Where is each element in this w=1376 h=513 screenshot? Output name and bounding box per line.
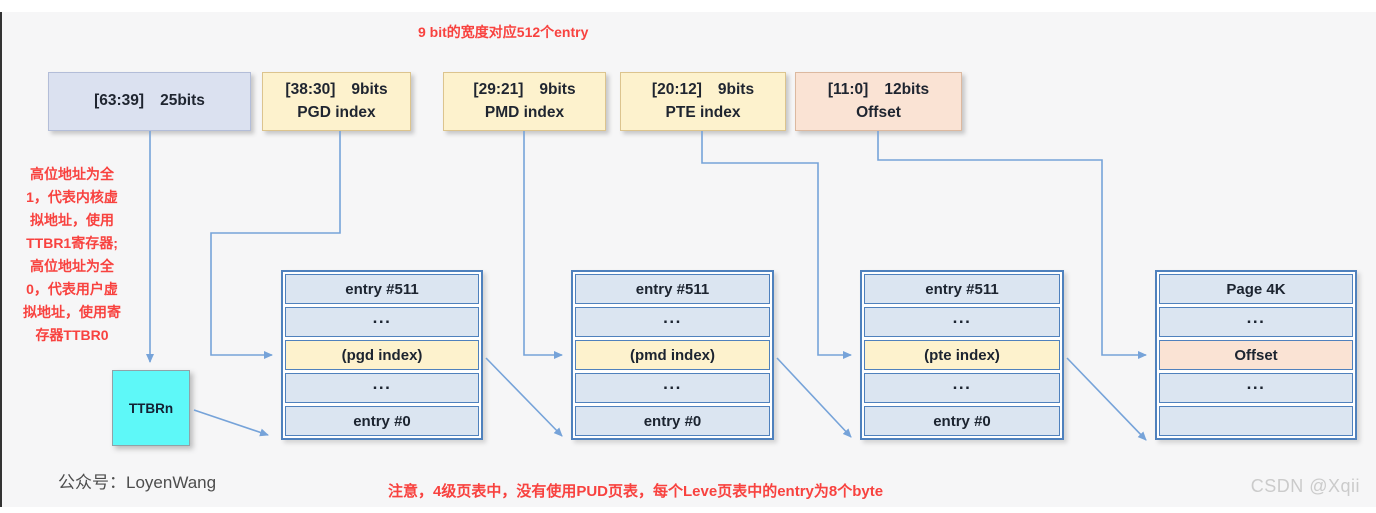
page-4k-table: Page 4K ... Offset ... (1155, 270, 1357, 440)
bitfield-range: [11:0] (827, 81, 869, 99)
table-row-ellipsis: ... (1159, 307, 1353, 337)
bitfield-bits: 9bits (539, 81, 576, 99)
table-row: Page 4K (1159, 274, 1353, 304)
bitfield-bits: 12bits (884, 81, 930, 99)
ttbr-selection-note: 高位地址为全 1，代表内核虚 拟地址，使用 TTBR1寄存器; 高位地址为全 0… (23, 166, 121, 343)
table-row-ellipsis: ... (285, 373, 479, 403)
table-row: entry #511 (864, 274, 1060, 304)
bitfield-label: PMD index (484, 103, 565, 121)
bitfield-bits: 9bits (351, 81, 388, 99)
pgd-table: entry #511 ... (pgd index) ... entry #0 (281, 270, 483, 440)
table-row-ellipsis: ... (864, 373, 1060, 403)
arrow-pgd-to-pmd (485, 357, 563, 437)
table-row: entry #511 (575, 274, 770, 304)
table-row-highlight: (pgd index) (285, 340, 479, 370)
ttbrn-register-box: TTBRn (112, 370, 190, 446)
bitfield-range: [20:12] (651, 81, 702, 99)
bitfield-range: [38:30] (285, 81, 336, 99)
bitfield-pte-index: [20:12] 9bits PTE index (620, 72, 786, 131)
table-row-ellipsis: ... (1159, 373, 1353, 403)
pmd-table: entry #511 ... (pmd index) ... entry #0 (571, 270, 774, 440)
pud-note-annotation: 注意，4级页表中，没有使用PUD页表，每个Leve页表中的entry为8个byt… (388, 483, 884, 500)
table-row-ellipsis: ... (285, 307, 479, 337)
bitfield-range: [29:21] (473, 81, 524, 99)
arrow-pmd-to-pte (776, 357, 852, 438)
table-row-ellipsis: ... (575, 307, 770, 337)
table-row-ellipsis: ... (575, 373, 770, 403)
bitfield-bits: 9bits (717, 81, 755, 99)
table-row: entry #0 (285, 406, 479, 436)
arrow-pte-to-page (1066, 357, 1147, 441)
bitfield-offset: [11:0] 12bits Offset (795, 72, 962, 131)
bitfield-label: PGD index (297, 103, 376, 121)
table-row-highlight: (pmd index) (575, 340, 770, 370)
pte-table: entry #511 ... (pte index) ... entry #0 (860, 270, 1064, 440)
bitfield-63-39: [63:39] 25bits (48, 72, 251, 131)
loyenwang-credit: 公众号：LoyenWang (58, 473, 217, 492)
arrow-pmdindex-to-table (523, 131, 563, 359)
bitfield-bits: 25bits (160, 92, 205, 110)
table-row: entry #511 (285, 274, 479, 304)
bitfield-label: Offset (856, 103, 901, 121)
entry-width-annotation: 9 bit的宽度对应512个entry (418, 24, 589, 40)
bitfield-range: [63:39] (94, 92, 145, 110)
bottom-margin (0, 507, 1376, 513)
bitfield-pmd-index: [29:21] 9bits PMD index (443, 72, 606, 131)
table-row-highlight: Offset (1159, 340, 1353, 370)
table-row: entry #0 (575, 406, 770, 436)
ttbrn-label: TTBRn (128, 400, 174, 416)
arrow-ttbrn-to-pgd (193, 409, 269, 437)
table-row-highlight: (pte index) (864, 340, 1060, 370)
table-row-ellipsis: ... (864, 307, 1060, 337)
table-row (1159, 406, 1353, 436)
bitfield-label: PTE index (665, 103, 741, 121)
top-margin (0, 0, 1376, 12)
csdn-watermark: CSDN @Xqii (1250, 476, 1360, 496)
bitfield-pgd-index: [38:30] 9bits PGD index (262, 72, 411, 131)
left-edge-bar (0, 0, 2, 513)
table-row: entry #0 (864, 406, 1060, 436)
